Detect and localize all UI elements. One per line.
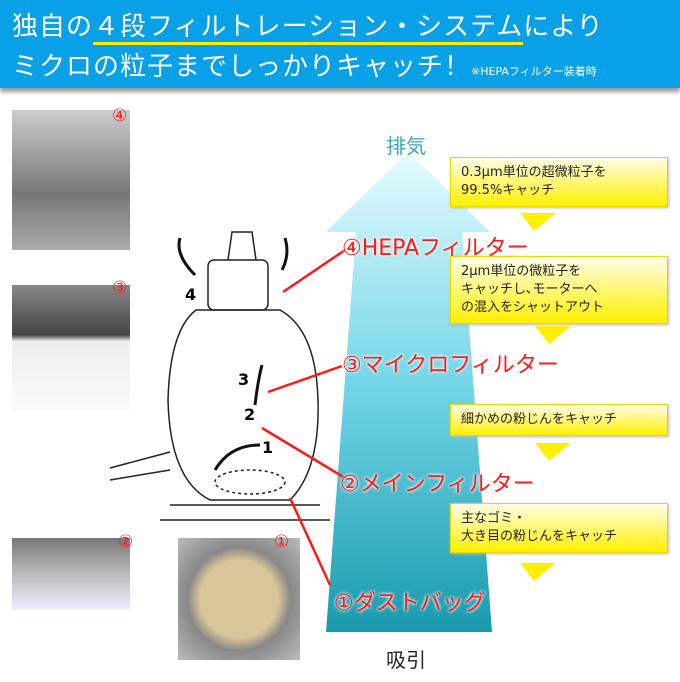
airflow-arrow xyxy=(326,152,492,632)
callout-dustbag: 主なゴミ・ 大き目の粉じんをキャッチ xyxy=(450,503,668,553)
headline-line2: ミクロの粒子までしっかりキャッチ！※HEPAフィルター装着時 xyxy=(12,46,597,83)
callout-tail xyxy=(520,213,556,231)
leader-lines xyxy=(261,248,346,586)
photo-number-3: ③ xyxy=(112,278,128,298)
photo-micro-filter xyxy=(12,285,130,410)
headline-line1: 独自の４段フィルトレーション・システムにより xyxy=(12,6,604,45)
callout-hepa: 0.3μm単位の超微粒子を 99.5%キャッチ xyxy=(450,157,668,207)
vacuum-drawing xyxy=(109,231,330,521)
stage-label-micro: ③マイクロフィルター xyxy=(342,353,559,378)
hepa-note: ※HEPAフィルター装着時 xyxy=(471,65,597,78)
photo-number-2: ② xyxy=(118,532,134,552)
airflow-arrows-drawing xyxy=(177,237,289,471)
photo-dust-bag xyxy=(178,538,300,660)
callout-tail xyxy=(535,443,571,461)
photo-number-1: ① xyxy=(274,532,290,552)
drawing-number-1: 1 xyxy=(262,438,274,457)
drawing-number-3: 3 xyxy=(238,370,250,389)
photo-main-filter xyxy=(12,538,130,610)
callout-tail xyxy=(520,563,556,581)
drawing-number-2: 2 xyxy=(244,405,256,424)
drawing-number-4: 4 xyxy=(185,285,197,304)
intake-label: 吸引 xyxy=(386,648,426,672)
headline-line2-text: ミクロの粒子までしっかりキャッチ！ xyxy=(12,52,472,82)
stage-label-dustbag: ①ダストバッグ xyxy=(334,591,486,616)
stage-label-main: ②メインフィルター xyxy=(340,472,535,497)
headline-highlight: ４段フィルトレーション・システム xyxy=(93,12,524,45)
callout-main: 細かめの粉じんをキャッチ xyxy=(450,404,668,436)
headline-pre: 独自の xyxy=(12,12,94,42)
headline-post: により xyxy=(523,12,604,42)
callout-tail xyxy=(535,326,571,344)
header-banner: 独自の４段フィルトレーション・システムにより ミクロの粒子までしっかりキャッチ！… xyxy=(0,0,680,88)
callout-micro: 2μm単位の微粒子を キャッチし､モーターへ の混入をシャットアウト xyxy=(450,256,668,324)
photo-hepa-filter xyxy=(12,110,130,250)
exhaust-label: 排気 xyxy=(386,134,426,158)
photo-number-4: ④ xyxy=(112,106,128,126)
